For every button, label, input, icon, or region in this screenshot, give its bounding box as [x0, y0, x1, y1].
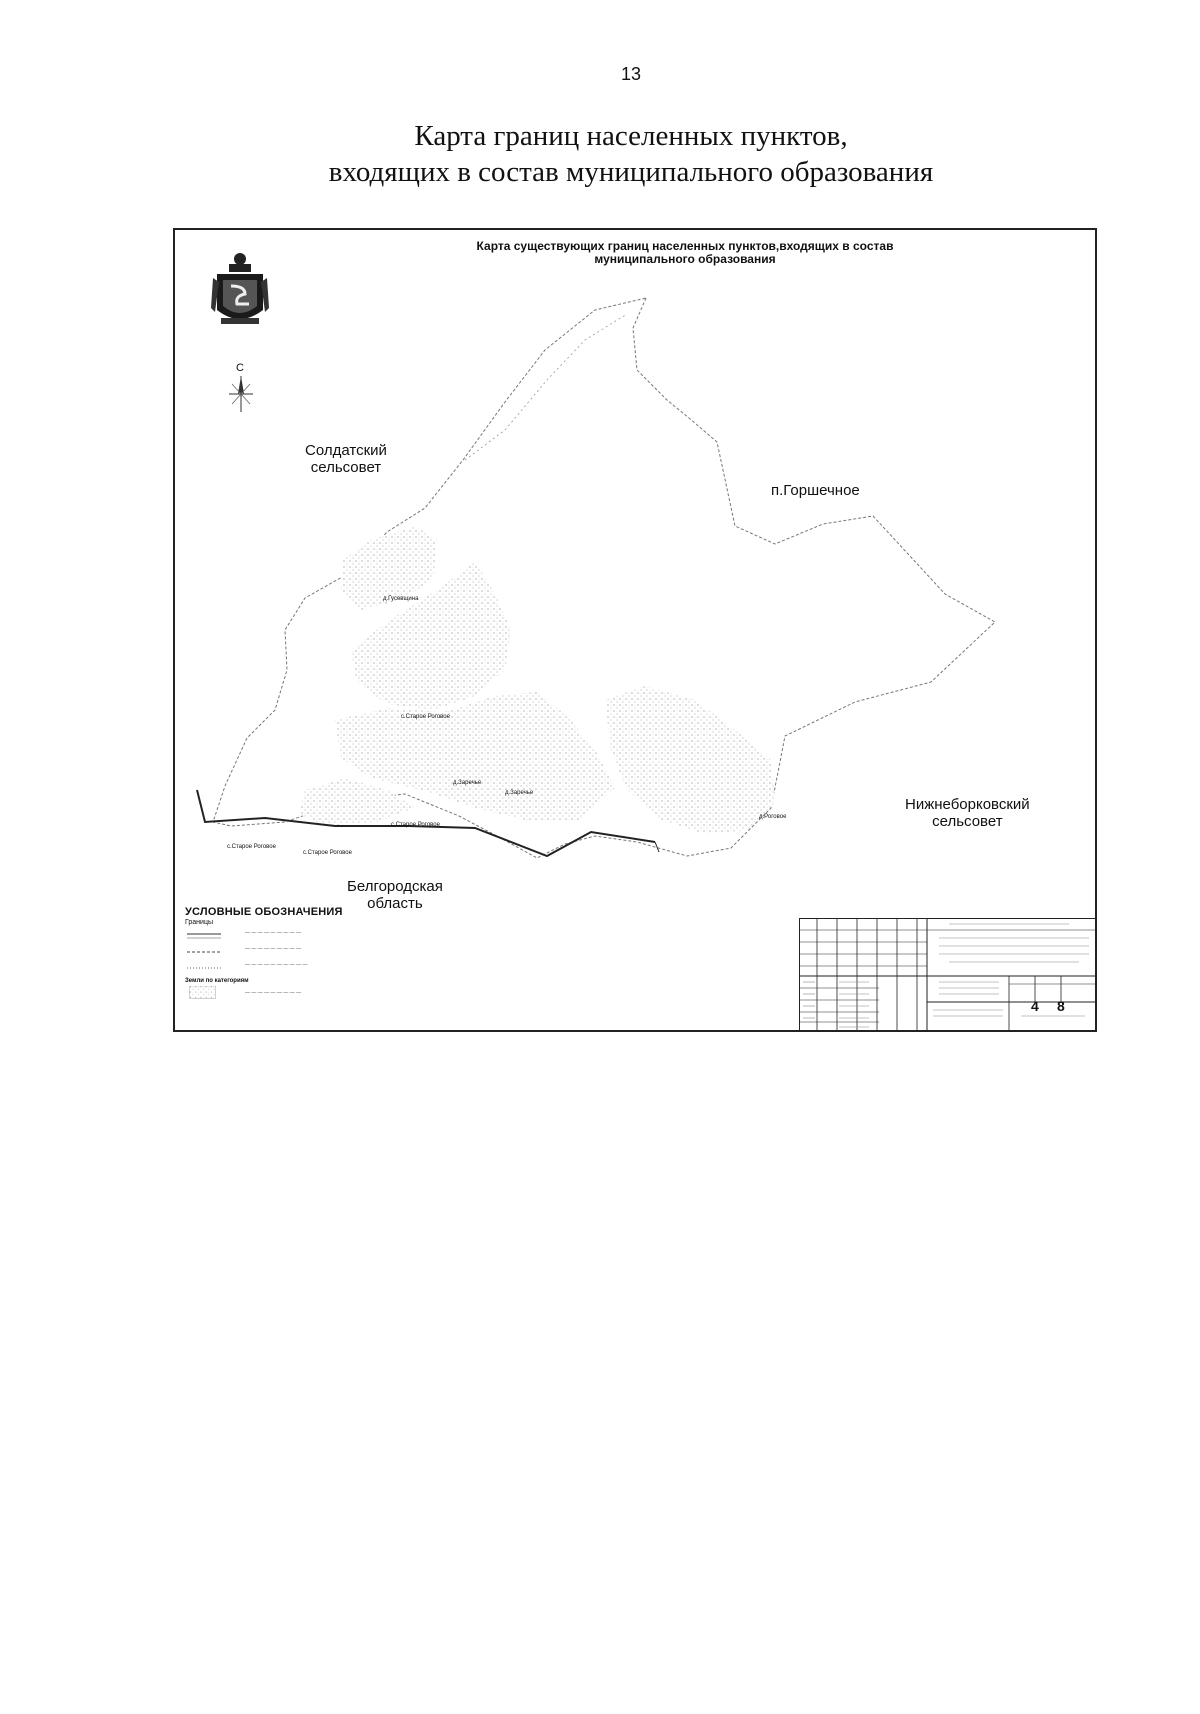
coat-of-arms-icon [211, 253, 269, 324]
regional-border-ticks [196, 789, 660, 853]
stamp-sheet-total: 8 [1057, 998, 1065, 1014]
map-title-line-2: муниципального образования [594, 252, 776, 266]
settlement-label: с.Старое Роговое [401, 714, 450, 720]
map-frame[interactable]: Карта существующих границ населенных пун… [173, 228, 1097, 1032]
legend-row-municipal-border: — — — — — — — — — — [185, 958, 385, 974]
compass-north-letter: С [236, 362, 244, 374]
label-gorshechnoe: п.Горшечное [771, 482, 860, 499]
legend-section-borders: Границы [185, 919, 213, 926]
settlement-label: д.Гусевщина [383, 596, 419, 602]
settlement-label: с.Старое Роговое [303, 850, 352, 856]
settlement-area-staroe-rogovoe [351, 562, 511, 710]
legend-symbol-dashed-line [187, 951, 221, 953]
settlement-area-staroe-rogovoe-south [299, 778, 415, 826]
legend-section-lands: Земли по категориям [185, 978, 249, 984]
document-title-line-2: входящих в состав муниципального образов… [328, 156, 934, 188]
settlement-label: с.Старое Роговое [391, 822, 440, 828]
legend-symbol-dotted-line [187, 967, 221, 969]
north-compass: С [225, 362, 257, 414]
map-title: Карта существующих границ населенных пун… [325, 240, 1045, 266]
document-title-line-1: Карта границ населенных пунктов, [414, 120, 848, 152]
document-title: Карта границ населенных пунктов, входящи… [0, 118, 1200, 190]
settlement-area-east [605, 686, 775, 834]
settlement-area-gusevshchina [341, 526, 437, 610]
legend-title: УСЛОВНЫЕ ОБОЗНАЧЕНИЯ [185, 906, 343, 918]
label-soldatsky: Солдатский сельсовет [305, 442, 387, 476]
label-belgorod-oblast: Белгородская область [347, 878, 443, 912]
legend-row-settlement-lands: — — — — — — — — — [185, 984, 385, 1000]
settlement-label: с.Старое Роговое [227, 844, 276, 850]
legend-row-settlement-border: — — — — — — — — — [185, 942, 385, 958]
legend-row-subject-border: — — — — — — — — — [185, 926, 385, 942]
label-nizhneborkovsky: Нижнеборковский сельсовет [905, 796, 1030, 830]
gorshechnoe-boundary [464, 313, 628, 461]
regional-border [196, 789, 656, 858]
settlement-label: д.Роговое [759, 814, 787, 820]
legend-symbol-stipple-area [189, 986, 216, 999]
settlement-area-zarechye [335, 692, 615, 820]
map-drawing [196, 297, 996, 859]
settlement-label: д.Заречье [505, 790, 534, 796]
settlement-label: д.Заречье [453, 780, 482, 786]
legend-symbol-solid-line [187, 933, 221, 939]
map-title-line-1: Карта существующих границ населенных пун… [476, 239, 894, 253]
page-number: 13 [620, 64, 642, 84]
map-legend: УСЛОВНЫЕ ОБОЗНАЧЕНИЯ Границы — — — — — —… [185, 906, 385, 1000]
compass-rose-icon [229, 376, 253, 412]
drawing-title-block [799, 918, 1095, 1030]
stamp-sheet-number: 4 [1031, 998, 1039, 1014]
